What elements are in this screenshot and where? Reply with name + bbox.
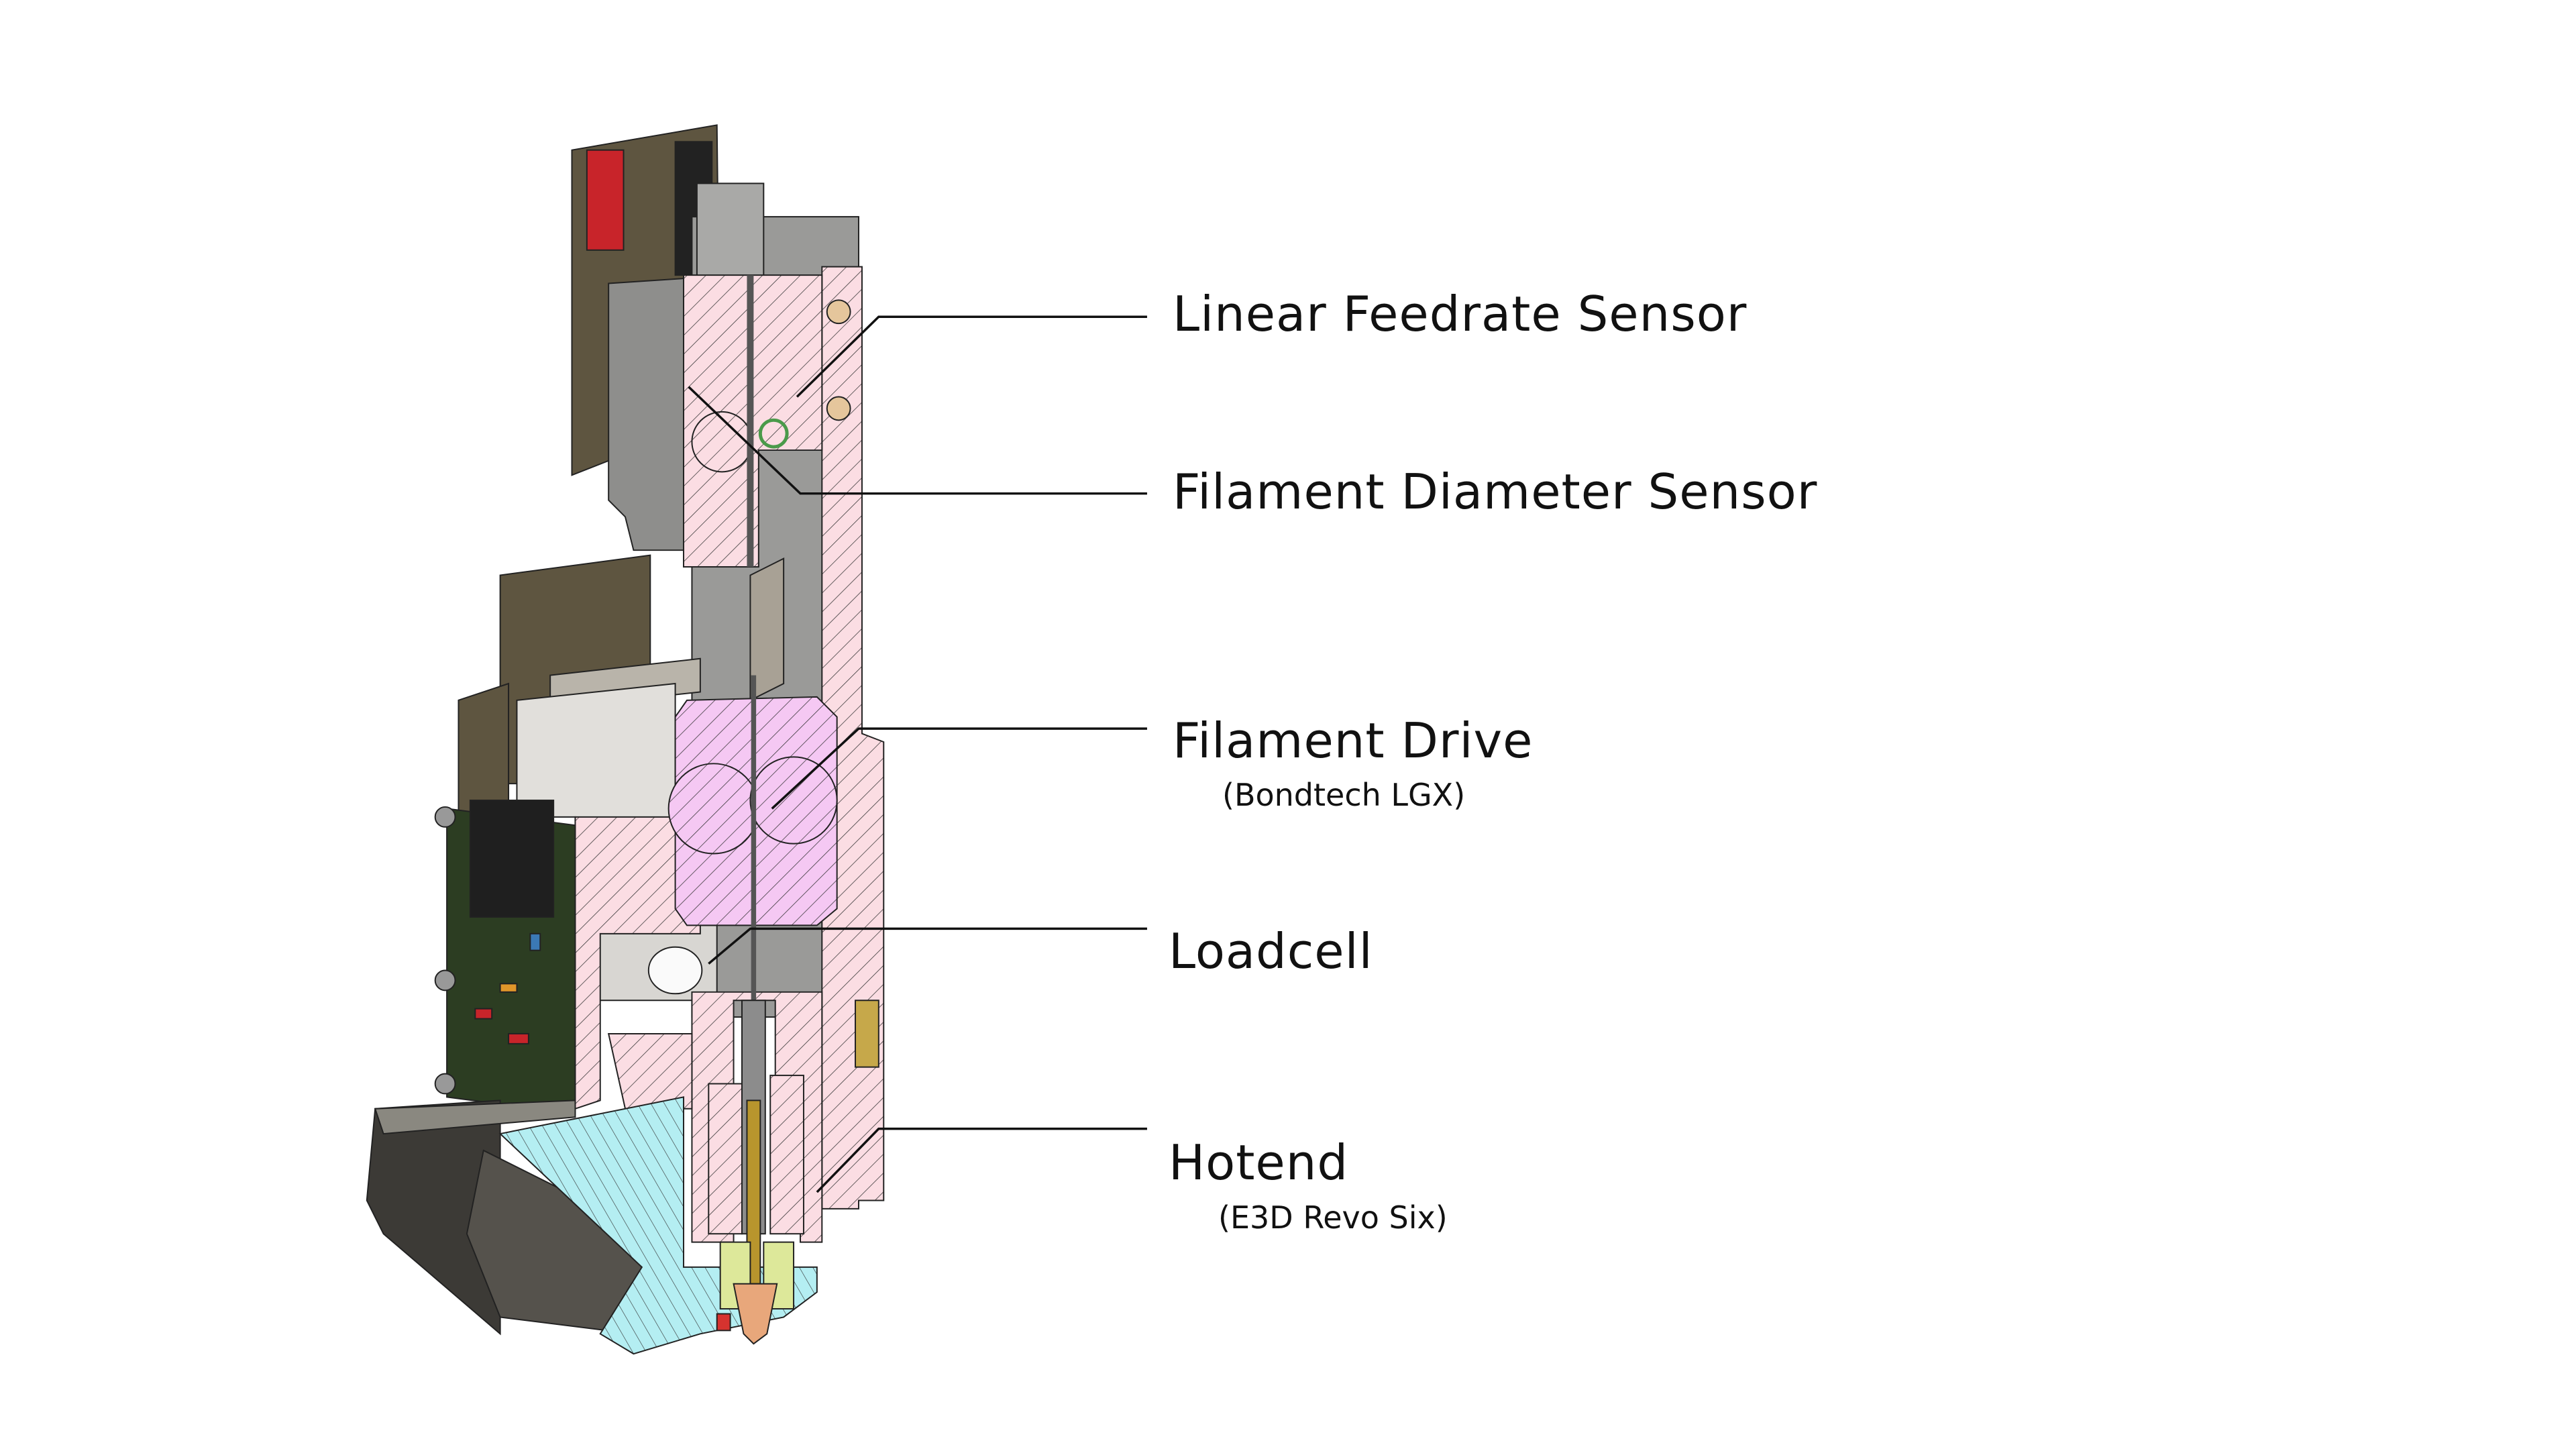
label-filament-drive: Filament Drive	[1173, 712, 1534, 769]
cooling-fan	[366, 1099, 651, 1336]
leader-lines	[688, 315, 1147, 1193]
sublabel-filament-drive: (Bondtech LGX)	[1222, 777, 1466, 813]
leader-hotend	[816, 1127, 1147, 1193]
section-main-plate	[574, 266, 885, 1243]
label-loadcell: Loadcell	[1169, 923, 1373, 979]
label-filament-diameter-sensor: Filament Diameter Sensor	[1173, 464, 1818, 520]
mainboard-pcb	[434, 799, 576, 1115]
label-linear-feedrate-sensor: Linear Feedrate Sensor	[1173, 286, 1748, 342]
leader-filament-diameter-sensor	[688, 386, 1147, 495]
sublabel-hotend: (E3D Revo Six)	[1218, 1199, 1448, 1236]
leader-linear-feedrate-sensor	[796, 315, 1147, 398]
label-hotend: Hotend	[1169, 1134, 1349, 1191]
leader-loadcell	[708, 927, 1147, 965]
leader-filament-drive	[771, 727, 1147, 810]
hotend-assembly	[708, 1000, 879, 1345]
